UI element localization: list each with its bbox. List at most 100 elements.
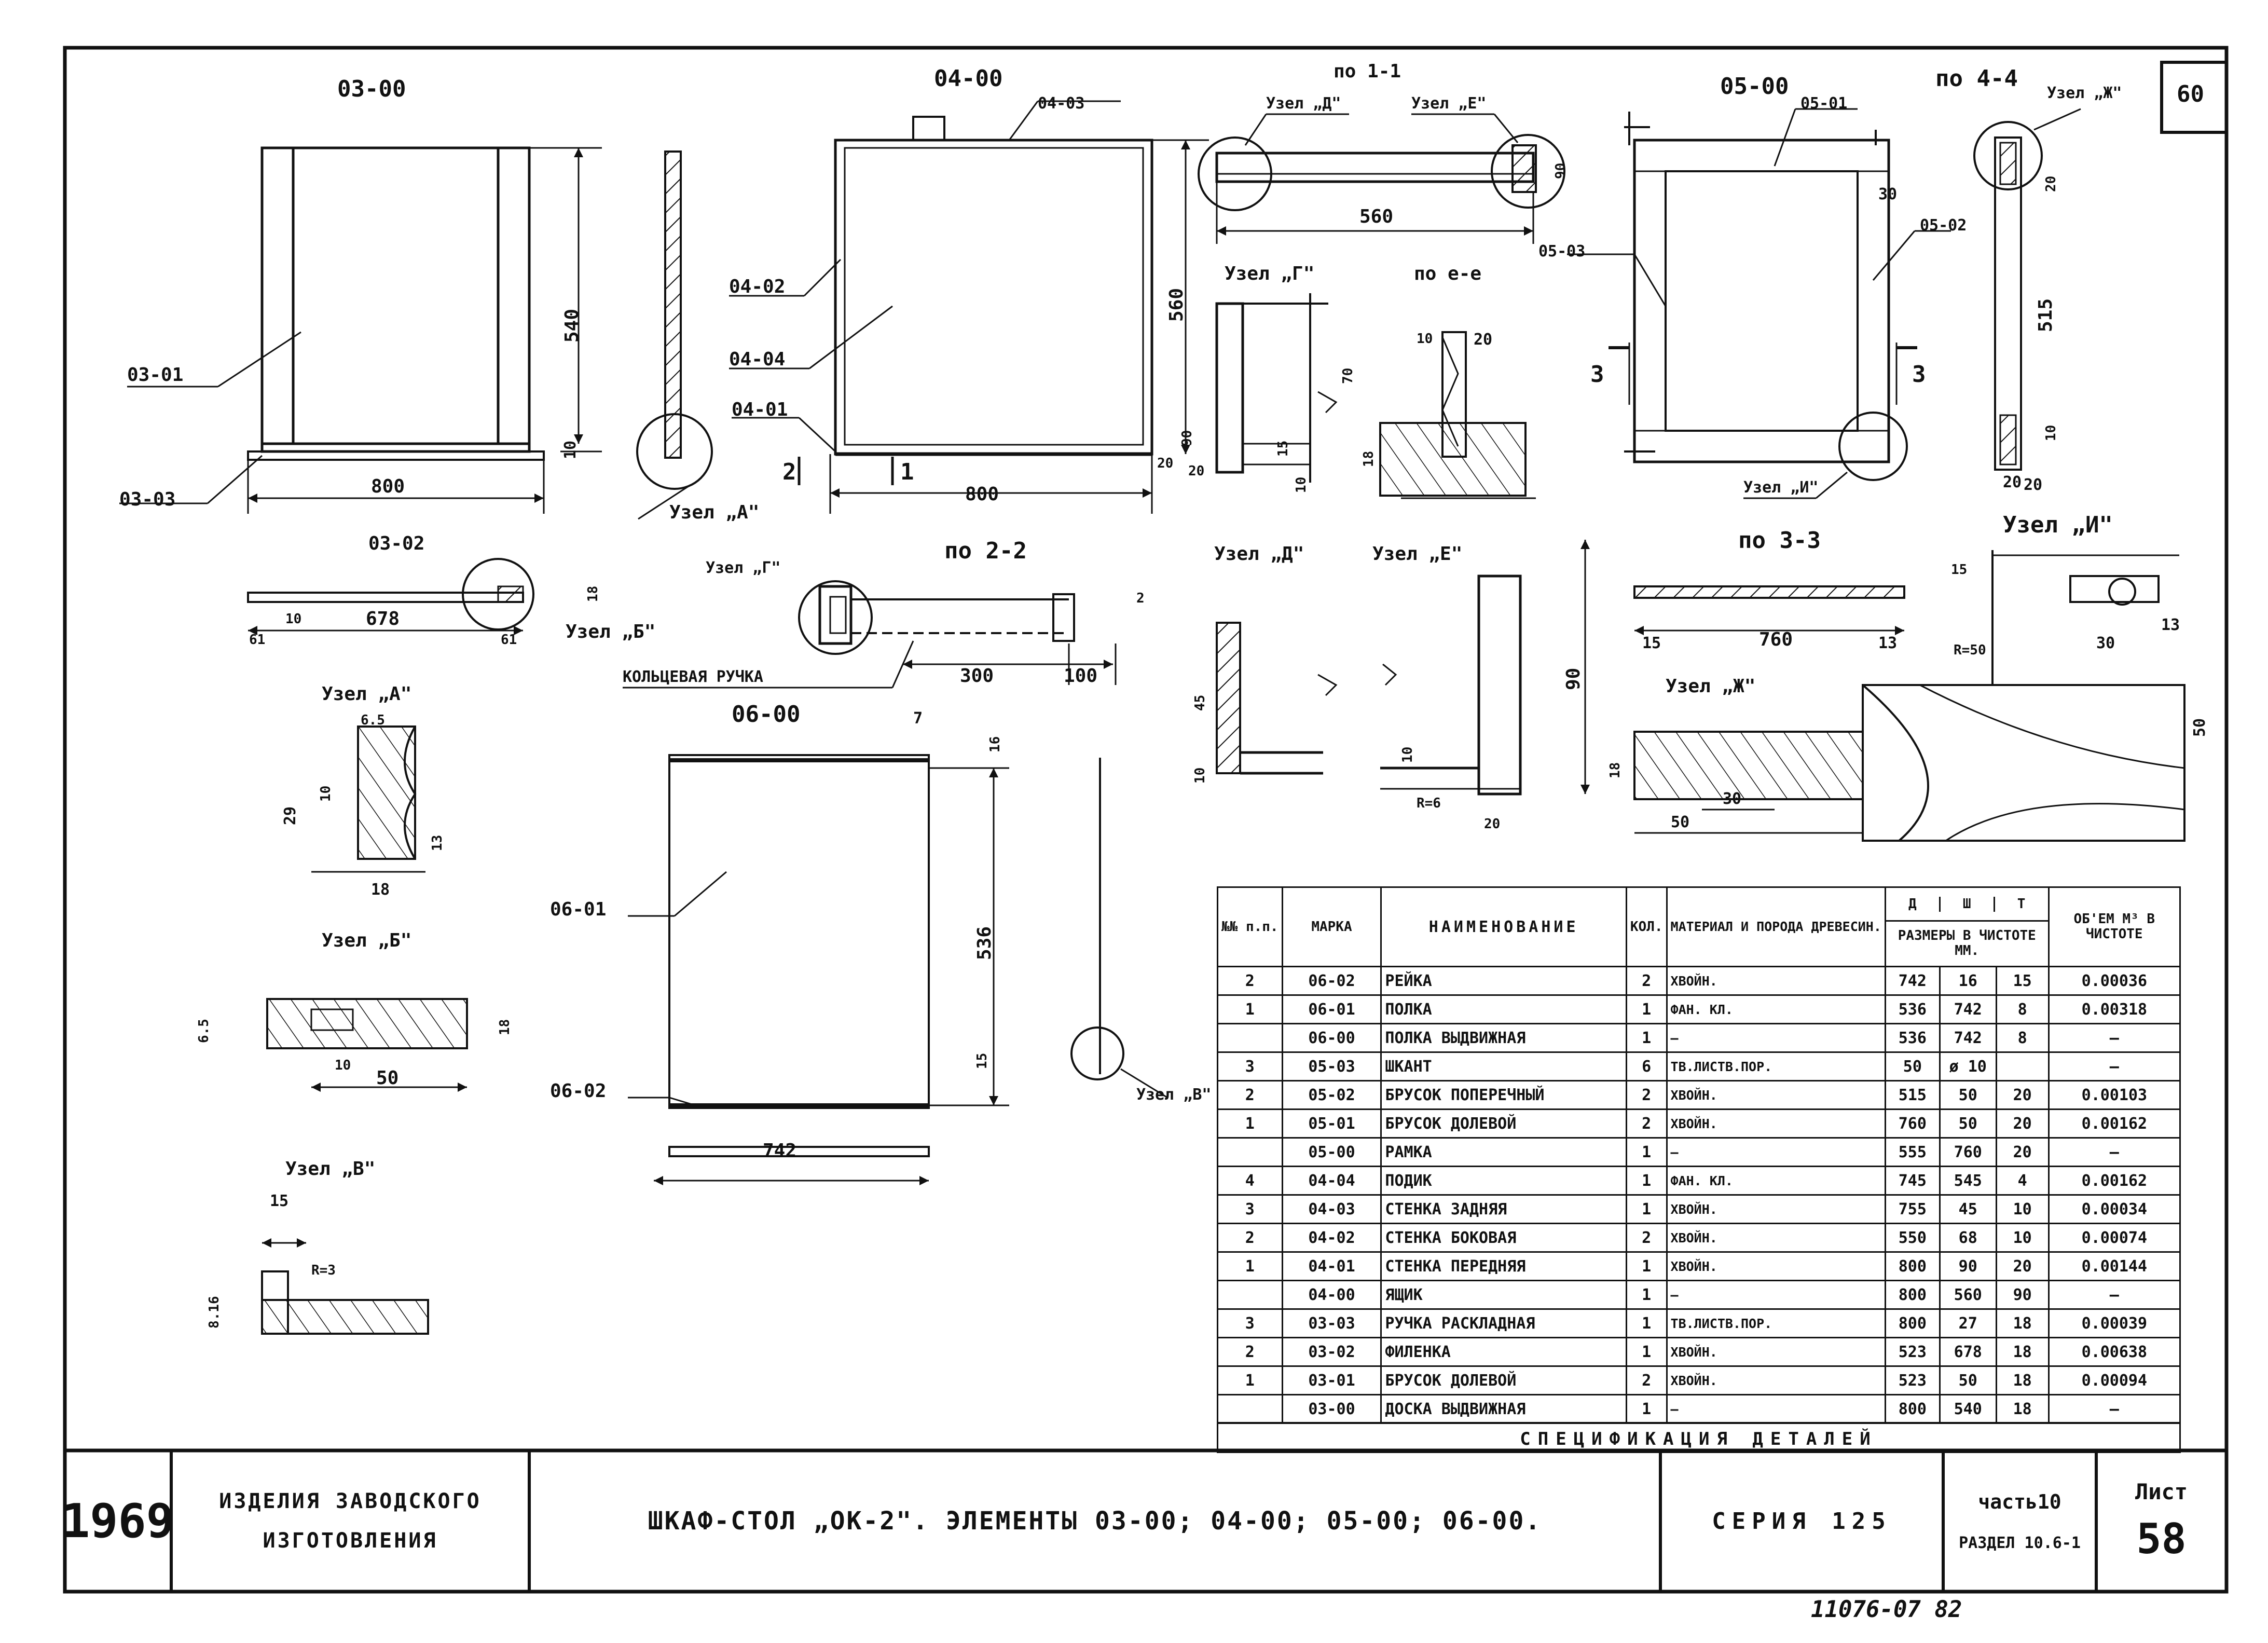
spec-cell-d: 760 xyxy=(1884,1108,1941,1139)
title-org-line1: ИЗДЕЛИЯ ЗАВОДСКОГО xyxy=(219,1489,482,1513)
spec-cell-mat: ХВОЙН. xyxy=(1666,1251,1886,1281)
node-a-dim-13: 13 xyxy=(430,834,445,851)
spec-cell-qty: 1 xyxy=(1625,1251,1668,1281)
spec-cell-no: 4 xyxy=(1217,1166,1283,1196)
spec-cell-qty: 1 xyxy=(1625,1137,1668,1167)
spec-cell-qty: 1 xyxy=(1625,994,1668,1024)
dim-0300-10: 10 xyxy=(285,611,302,627)
title-part: часть10 xyxy=(1978,1490,2061,1513)
spec-cell-d: 800 xyxy=(1884,1394,1941,1424)
node-zh-dim-30: 30 xyxy=(1723,790,1742,808)
spec-cell-mark: 04-02 xyxy=(1281,1223,1382,1253)
spec-cell-d: 800 xyxy=(1884,1251,1941,1281)
spec-cell-sh: 760 xyxy=(1939,1137,1997,1167)
spec-cell-vol: 0.00036 xyxy=(2047,966,2181,996)
spec-cell-t: 18 xyxy=(1995,1394,2050,1424)
spec-cell-t: 20 xyxy=(1995,1137,2050,1167)
node-d-dim-10: 10 xyxy=(1192,767,1208,784)
node-a-dim-18: 18 xyxy=(371,881,390,899)
spec-cell-t: 8 xyxy=(1995,1023,2050,1053)
spec-cell-sh: 68 xyxy=(1939,1223,1997,1253)
node-i-dim-20: 20 xyxy=(2003,473,2022,491)
dim-0400-height: 560 xyxy=(1166,287,1187,322)
footer-note: 11076-07 82 xyxy=(1811,1596,1962,1623)
dim-0600-7: 7 xyxy=(913,709,923,728)
spec-cell-t: 15 xyxy=(1995,966,2050,996)
spec-cell-qty: 1 xyxy=(1625,1394,1668,1424)
spec-cell-mark: 06-02 xyxy=(1281,966,1382,996)
spec-cell-t: 90 xyxy=(1995,1280,2050,1310)
node-v-ref: Узел „В" xyxy=(1136,1086,1212,1104)
node-a-dim-10: 10 xyxy=(318,785,334,802)
part-label-0302: 03-02 xyxy=(368,533,425,554)
s11-node-d: Узел „Д" xyxy=(1266,94,1341,113)
spec-header-d: Д xyxy=(1908,896,1917,912)
spec-cell-no: 2 xyxy=(1217,1223,1283,1253)
node-v-dim-816: 8.16 xyxy=(207,1296,222,1329)
part-label-0404: 04-04 xyxy=(729,349,786,370)
spec-cell-sh: 50 xyxy=(1939,1365,1997,1395)
node-a-title: Узел „А" xyxy=(322,683,412,705)
s11-dim: 560 xyxy=(1359,206,1394,227)
spec-cell-no xyxy=(1217,1280,1283,1310)
node-e-dim-20: 20 xyxy=(1484,816,1501,832)
spec-cell-no: 3 xyxy=(1217,1194,1283,1224)
spec-cell-name: ДОСКА ВЫДВИЖНАЯ xyxy=(1380,1394,1627,1424)
spec-cell-mark: 04-03 xyxy=(1281,1194,1382,1224)
spec-cell-mark: 05-03 xyxy=(1281,1051,1382,1081)
spec-cell-qty: 2 xyxy=(1625,1108,1668,1139)
spec-cell-mat: — xyxy=(1666,1280,1886,1310)
spec-cell-vol: — xyxy=(2047,1280,2181,1310)
spec-cell-d: 550 xyxy=(1884,1223,1941,1253)
spec-title: СПЕЦИФИКАЦИЯ ДЕТАЛЕЙ xyxy=(1217,1422,2181,1453)
node-e-dim-90: 90 xyxy=(1563,667,1584,690)
spec-cell-name: РУЧКА РАСКЛАДНАЯ xyxy=(1380,1308,1627,1338)
spec-cell-vol: — xyxy=(2047,1394,2181,1424)
spec-cell-qty: 2 xyxy=(1625,1080,1668,1110)
spec-cell-vol: — xyxy=(2047,1023,2181,1053)
spec-cell-vol: 0.00039 xyxy=(2047,1308,2181,1338)
part-label-0502: 05-02 xyxy=(1920,216,1967,235)
title-org-line2: ИЗГОТОВЛЕНИЯ xyxy=(263,1529,438,1553)
view-title-0300: 03-00 xyxy=(337,76,406,102)
spec-cell-d: 536 xyxy=(1884,994,1941,1024)
spec-cell-t: 18 xyxy=(1995,1308,2050,1338)
s22-ring-handle: КОЛЬЦЕВАЯ РУЧКА xyxy=(623,668,763,686)
spec-cell-mat: — xyxy=(1666,1137,1886,1167)
dim-0400-90: 90 xyxy=(1179,430,1195,446)
spec-cell-vol: — xyxy=(2047,1051,2181,1081)
spec-cell-name: РЕЙКА xyxy=(1380,966,1627,996)
s11-node-e: Узел „Е" xyxy=(1411,94,1487,113)
s33-dim-760: 760 xyxy=(1759,629,1793,650)
node-g-dim-10: 10 xyxy=(1294,476,1309,493)
spec-cell-d: 523 xyxy=(1884,1365,1941,1395)
title-org: ИЗДЕЛИЯ ЗАВОДСКОГО ИЗГОТОВЛЕНИЯ xyxy=(171,1450,529,1592)
title-sheet-number: 58 xyxy=(2136,1515,2187,1563)
spec-cell-d: 515 xyxy=(1884,1080,1941,1110)
s44-dim-20b: 20 xyxy=(2024,476,2043,494)
section-title-ee: по е-е xyxy=(1414,263,1482,284)
s11-dim-90: 90 xyxy=(1553,162,1569,179)
title-section: РАЗДЕЛ 10.6-1 xyxy=(1959,1534,2081,1552)
spec-cell-d: 50 xyxy=(1884,1051,1941,1081)
node-g-dim-15: 15 xyxy=(1275,440,1291,457)
s44-dim-10: 10 xyxy=(2043,425,2059,441)
spec-cell-qty: 6 xyxy=(1625,1051,1668,1081)
spec-cell-no: 2 xyxy=(1217,966,1283,996)
node-a-dim-65: 6.5 xyxy=(361,713,385,728)
spec-cell-mat: ТВ.ЛИСТВ.ПОР. xyxy=(1666,1051,1886,1081)
spec-cell-mark: 04-04 xyxy=(1281,1166,1382,1196)
spec-cell-d: 755 xyxy=(1884,1194,1941,1224)
spec-cell-sh: 742 xyxy=(1939,1023,1997,1053)
node-d-title: Узел „Д" xyxy=(1214,543,1304,565)
